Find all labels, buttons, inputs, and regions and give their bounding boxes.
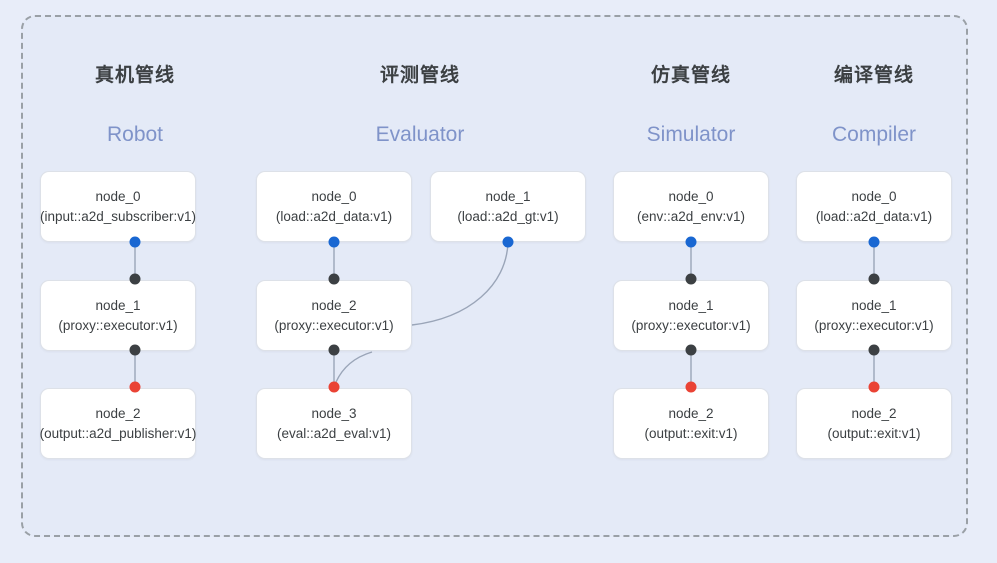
node-name: node_0 <box>311 188 357 204</box>
node-type: (output::exit:v1) <box>827 425 921 441</box>
port-output-blue[interactable] <box>502 236 514 248</box>
node-type: (load::a2d_data:v1) <box>275 208 393 224</box>
column-title-cn-simulator: 仿真管线 <box>650 65 731 86</box>
column-title-en-evaluator: Evaluator <box>375 123 465 146</box>
node-card[interactable]: node_2 (output::exit:v1) <box>613 388 769 459</box>
port-output-blue[interactable] <box>129 236 141 248</box>
node-card[interactable]: node_0 (input::a2d_subscriber:v1) <box>40 171 196 242</box>
node-card[interactable]: node_2 (output::a2d_publisher:v1) <box>40 388 196 459</box>
column-title-en-robot: Robot <box>106 123 164 146</box>
port-input-black[interactable] <box>129 273 141 285</box>
node-type: (output::a2d_publisher:v1) <box>39 425 197 441</box>
node-type: (load::a2d_gt:v1) <box>457 208 559 224</box>
node-name: node_0 <box>668 188 714 204</box>
node-name: node_2 <box>668 405 714 421</box>
node-card[interactable]: node_0 (load::a2d_data:v1) <box>796 171 952 242</box>
node-name: node_2 <box>311 297 357 313</box>
node-name: node_2 <box>95 405 141 421</box>
node-card[interactable]: node_1 (load::a2d_gt:v1) <box>430 171 586 242</box>
node-card[interactable]: node_2 (proxy::executor:v1) <box>256 280 412 351</box>
node-card[interactable]: node_0 (load::a2d_data:v1) <box>256 171 412 242</box>
column-title-cn-compiler: 编译管线 <box>833 65 914 86</box>
node-card[interactable]: node_2 (output::exit:v1) <box>796 388 952 459</box>
port-output-black[interactable] <box>868 344 880 356</box>
port-input-red[interactable] <box>868 381 880 393</box>
node-card[interactable]: node_1 (proxy::executor:v1) <box>40 280 196 351</box>
column-title-en-compiler: Compiler <box>831 123 917 146</box>
column-title-cn-robot: 真机管线 <box>94 65 175 86</box>
node-card[interactable]: node_1 (proxy::executor:v1) <box>613 280 769 351</box>
port-input-red[interactable] <box>685 381 697 393</box>
column-title-en-simulator: Simulator <box>646 123 736 146</box>
node-name: node_1 <box>95 297 141 313</box>
port-output-black[interactable] <box>129 344 141 356</box>
port-output-black[interactable] <box>328 344 340 356</box>
node-name: node_1 <box>668 297 714 313</box>
port-output-blue[interactable] <box>328 236 340 248</box>
port-output-black[interactable] <box>685 344 697 356</box>
node-name: node_1 <box>485 188 531 204</box>
node-name: node_2 <box>851 405 897 421</box>
node-name: node_0 <box>95 188 141 204</box>
port-input-red[interactable] <box>328 381 340 393</box>
node-card[interactable]: node_3 (eval::a2d_eval:v1) <box>256 388 412 459</box>
port-input-black[interactable] <box>868 273 880 285</box>
node-type: (proxy::executor:v1) <box>274 317 394 333</box>
node-type: (input::a2d_subscriber:v1) <box>39 208 197 224</box>
node-card[interactable]: node_1 (proxy::executor:v1) <box>796 280 952 351</box>
port-input-red[interactable] <box>129 381 141 393</box>
port-input-black[interactable] <box>685 273 697 285</box>
node-name: node_1 <box>851 297 897 313</box>
node-type: (proxy::executor:v1) <box>814 317 934 333</box>
node-name: node_0 <box>851 188 897 204</box>
port-output-blue[interactable] <box>868 236 880 248</box>
node-type: (output::exit:v1) <box>644 425 738 441</box>
node-type: (env::a2d_env:v1) <box>636 208 746 224</box>
node-card[interactable]: node_0 (env::a2d_env:v1) <box>613 171 769 242</box>
node-type: (proxy::executor:v1) <box>631 317 751 333</box>
port-output-blue[interactable] <box>685 236 697 248</box>
node-type: (proxy::executor:v1) <box>58 317 178 333</box>
column-title-cn-evaluator: 评测管线 <box>379 65 460 86</box>
node-type: (load::a2d_data:v1) <box>815 208 933 224</box>
node-type: (eval::a2d_eval:v1) <box>276 425 392 441</box>
port-input-black[interactable] <box>328 273 340 285</box>
node-name: node_3 <box>311 405 357 421</box>
